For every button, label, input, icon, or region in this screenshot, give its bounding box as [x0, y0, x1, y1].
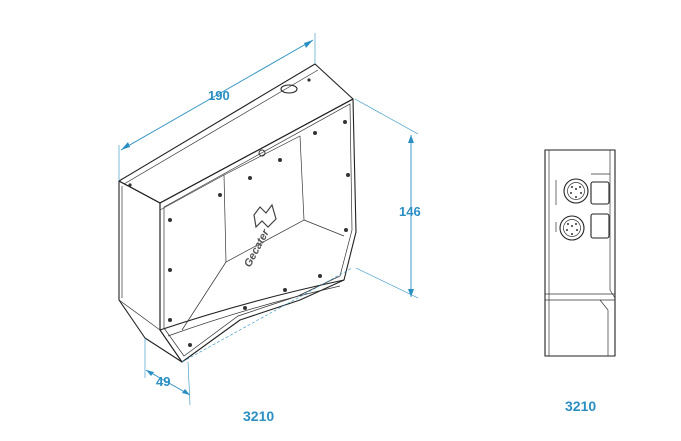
brand-logo: Gecater — [242, 203, 277, 269]
top-face-bevel — [123, 69, 319, 185]
top-face — [118, 63, 354, 204]
top-handle-slot — [280, 84, 298, 94]
top-screw — [307, 78, 311, 82]
dimension-depth: 49 — [144, 267, 353, 406]
led-icon — [594, 196, 598, 200]
isometric-view: Gecater 190 — [118, 33, 421, 424]
screw — [168, 218, 172, 222]
screw — [344, 228, 348, 232]
screw — [188, 343, 192, 347]
caption-left: 3210 — [243, 408, 274, 424]
side-bevel — [609, 150, 616, 299]
front-screws — [168, 120, 350, 347]
depth-label: 49 — [156, 374, 170, 389]
left-side-face — [118, 180, 183, 363]
panel-seam-right — [303, 219, 345, 237]
led-icon — [594, 186, 598, 190]
top-screw — [128, 183, 132, 187]
dimension-height: 146 — [354, 98, 421, 299]
panel-seam-left — [159, 174, 225, 211]
status-plate — [590, 181, 610, 205]
switch-plate — [590, 213, 610, 239]
caption-right: 3210 — [565, 398, 596, 414]
screw — [168, 268, 172, 272]
side-body — [544, 149, 616, 357]
screw — [248, 176, 252, 180]
led-icon — [594, 191, 598, 195]
connector-bottom — [559, 215, 585, 241]
screw — [278, 158, 282, 162]
dimension-width: 190 — [118, 33, 316, 181]
bottom-curve — [159, 279, 345, 331]
bottom-curve-inner — [167, 285, 341, 337]
screw — [218, 193, 222, 197]
side-bevel-lower — [599, 299, 609, 356]
screw — [346, 173, 350, 177]
screw — [283, 288, 287, 292]
screw — [313, 131, 317, 135]
front-face-bevel — [163, 103, 353, 357]
side-view: 3210 — [544, 149, 616, 414]
panel-seam-bottom — [181, 261, 227, 331]
left-lower-bevel — [118, 299, 161, 331]
screw — [343, 120, 347, 124]
screw — [318, 274, 322, 278]
height-label: 146 — [399, 204, 421, 219]
width-label: 190 — [208, 88, 230, 103]
switch-icon — [595, 219, 605, 225]
front-face — [159, 98, 357, 363]
screw — [243, 306, 247, 310]
brand-name: Gecater — [242, 227, 272, 269]
screw — [168, 318, 172, 322]
panel-knob — [258, 149, 266, 157]
logo-mark-icon — [253, 203, 277, 229]
connector-top — [563, 178, 589, 204]
